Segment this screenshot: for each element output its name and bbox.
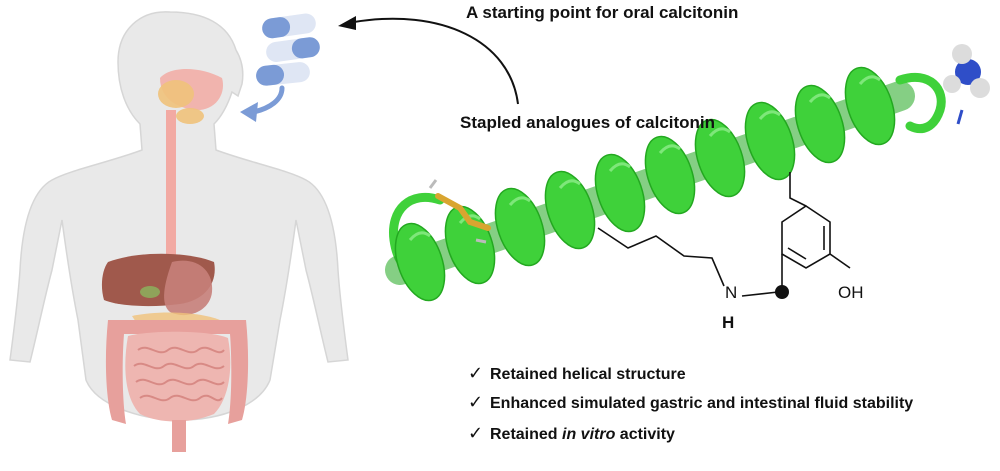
pill-capsule: [262, 13, 316, 39]
helix-c-loop: [895, 72, 946, 134]
hydroxyl-bond: [829, 253, 851, 269]
phenol-inner-bond: [787, 226, 825, 260]
gallbladder: [140, 286, 160, 298]
curved-arrow: [353, 17, 519, 105]
staple-linker-structure: [597, 172, 851, 297]
disulfide-bridge: [435, 193, 491, 231]
terminal-amine-model: [943, 44, 990, 125]
human-body-illustration: [9, 11, 349, 452]
helix-highlights: [408, 75, 881, 241]
esophagus: [166, 110, 176, 262]
amine-nitrogen: N: [725, 283, 738, 302]
amine-to-dot-bond: [741, 291, 779, 297]
mid-caption: Stapled analogues of calcitonin: [460, 113, 716, 132]
rectum: [172, 420, 186, 452]
check-icon: ✓: [468, 363, 484, 383]
stomach: [164, 260, 213, 316]
body-silhouette: [9, 11, 349, 421]
benefit-text: Retained helical structure: [490, 366, 686, 383]
amine-hydrogen: H: [722, 313, 735, 332]
large-intestine: [105, 320, 249, 424]
hydroxyl-label: OH: [838, 283, 864, 302]
intestine-folds: [133, 346, 225, 402]
phenol-ring: [781, 205, 831, 269]
benefit-item: ✓ Retained helical structure: [468, 363, 686, 384]
check-icon: ✓: [468, 423, 484, 443]
pill-capsules: [256, 13, 320, 86]
attachment-point-dot: [775, 285, 789, 299]
salivary-gland-lower: [176, 108, 204, 124]
salivary-gland: [158, 80, 194, 108]
ingestion-arrow: [251, 85, 285, 115]
small-intestine: [125, 331, 231, 422]
benefit-text-pre: Retained: [490, 426, 563, 443]
alkyl-chain: [597, 227, 725, 287]
ingestion-arrow-head: [240, 102, 258, 122]
pill-capsule: [266, 37, 320, 62]
benefit-text: Enhanced simulated gastric and intestina…: [490, 395, 914, 412]
pill-capsule: [256, 62, 310, 86]
disulfide-stub: [428, 179, 487, 244]
check-icon: ✓: [468, 392, 484, 412]
benefit-item: ✓ Enhanced simulated gastric and intestin…: [468, 392, 913, 413]
stapled-calcitonin-helix: [385, 44, 990, 302]
aryl-tether: [789, 172, 807, 207]
benefit-item: ✓ Retained in vitro activity: [468, 423, 675, 444]
benefit-text-post: activity: [615, 426, 675, 443]
top-caption: A starting point for oral calcitonin: [466, 3, 739, 22]
benefit-text-italic: in vitro: [562, 426, 616, 443]
curved-arrow-head: [338, 16, 356, 30]
